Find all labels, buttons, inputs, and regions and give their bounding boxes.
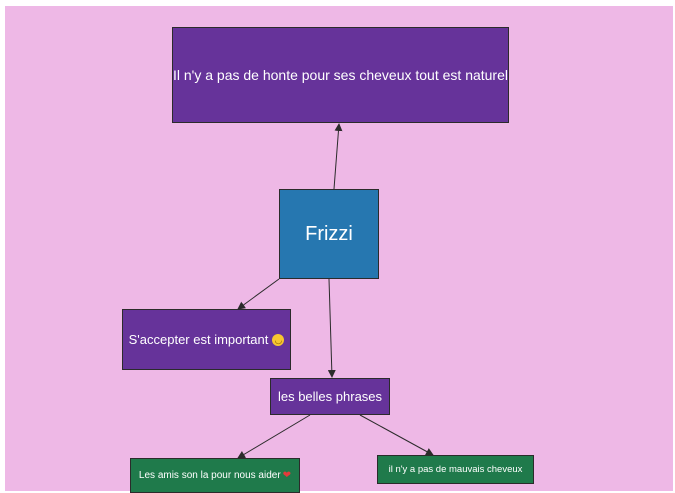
node-label: Il n'y a pas de honte pour ses cheveux t… — [173, 67, 508, 83]
node-nice-phrases[interactable]: les belles phrases — [270, 378, 390, 415]
node-label: les belles phrases — [277, 389, 383, 404]
node-label: S'accepter est important — [128, 332, 269, 347]
edge-center-to-top — [333, 123, 343, 190]
smiley-face-icon: ◡ — [272, 333, 285, 346]
node-label: il n'y a pas de mauvais cheveux — [388, 464, 523, 475]
node-friends-help[interactable]: Les amis son la pour nous aider ❤ — [130, 458, 300, 493]
edge-phrases-to-hair — [359, 414, 434, 456]
node-hair-shame-statement[interactable]: Il n'y a pas de honte pour ses cheveux t… — [172, 27, 509, 123]
node-label: Les amis son la pour nous aider — [138, 470, 281, 481]
node-self-acceptance[interactable]: S'accepter est important ◡ — [122, 309, 291, 370]
edge-phrases-to-friends — [237, 414, 311, 459]
edge-center-to-phrases — [327, 278, 336, 378]
red-heart-icon: ❤ — [282, 470, 292, 481]
node-label: Frizzi — [305, 222, 353, 245]
node-no-bad-hair[interactable]: il n'y a pas de mauvais cheveux — [377, 455, 534, 484]
node-central-topic[interactable]: Frizzi — [279, 189, 379, 279]
edge-center-to-accept — [237, 278, 280, 310]
